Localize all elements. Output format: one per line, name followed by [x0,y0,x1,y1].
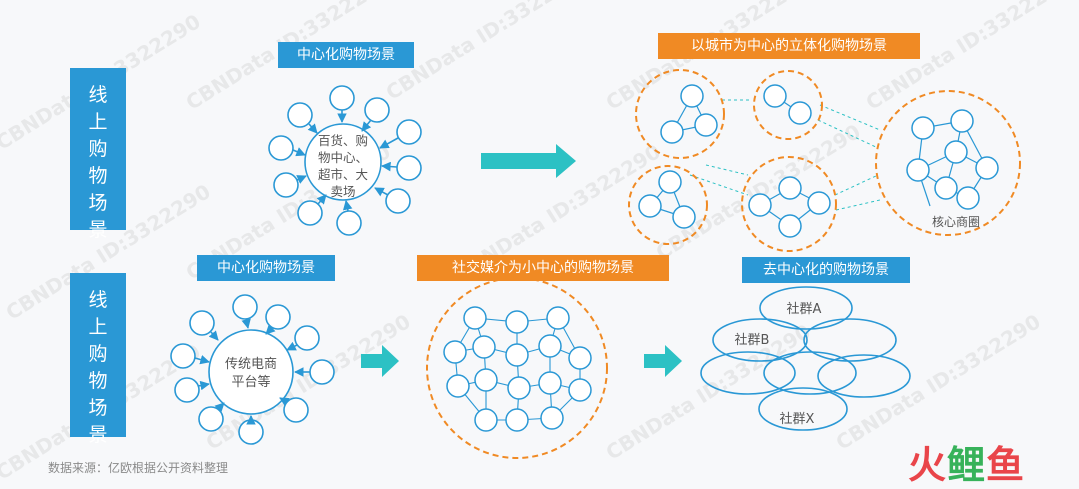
top-hub-line: 百货、购 [318,133,368,148]
top-left-title: 中心化购物场景 [278,42,414,68]
top-right-title: 以城市为中心的立体化购物场景 [658,33,920,59]
logo-char: 鲤 [947,443,987,487]
row-label-char: 景 [88,219,108,241]
bottom-middle-network-diagram [426,277,608,459]
row-label-char: 场 [88,192,108,214]
community-ellipse [758,387,848,431]
row-label-top: 线 上 购 物 场 景 [70,68,126,241]
bottom-right-decentralized-diagram [700,286,911,431]
row-label-char: 物 [88,165,108,187]
core-district-label: 核心商圈 [932,214,980,229]
huoliyu-logo: 火鲤鱼 [908,434,1025,489]
outer-dashed-boundary [426,277,608,459]
logo-char: 鱼 [986,443,1026,487]
row-label-char: 线 [88,289,108,311]
row-label-char: 景 [88,424,108,446]
dashed-clusters [628,69,1021,252]
community-ellipse [803,318,897,362]
satellite-arrows [194,318,310,425]
top-hub-line: 超市、大 [318,167,368,182]
row-label-bottom: 线 上 购 物 场 景 [70,273,126,446]
bottom-hub-line: 平台等 [231,374,270,390]
bottom-right-title: 去中心化的购物场景 [742,257,910,283]
center-hub [304,123,382,201]
bottom-left-title: 中心化购物场景 [197,255,335,281]
community-ellipse [712,318,808,362]
transition-arrow-bottom-1 [361,345,399,377]
bottom-hub-line: 传统电商 [225,357,277,372]
row-label-char: 物 [88,370,108,392]
logo-char: 火 [908,443,948,487]
bottom-left-centralized-diagram [170,294,335,445]
source-note: 数据来源：亿欧根据公开资料整理 [48,461,229,475]
top-right-city-diagram [628,69,1021,252]
row-label-char: 上 [88,111,108,133]
cluster-nodes [638,84,999,238]
community-label-a: 社群A [787,301,822,317]
row-label-char: 线 [88,84,108,106]
row-label-char: 场 [88,397,108,419]
satellite-nodes [170,294,335,445]
top-hub-line: 物中心、 [318,150,368,165]
satellite-arrows [292,110,399,212]
community-ellipse [759,286,853,330]
transition-arrow-bottom-2 [644,345,682,377]
center-hub [208,329,294,415]
row-label-char: 上 [88,316,108,338]
row-label-char: 购 [88,343,108,365]
community-ellipse [817,354,911,398]
bottom-middle-title: 社交媒介为小中心的购物场景 [417,255,669,281]
top-hub-line: 卖场 [330,184,355,199]
top-left-centralized-diagram [268,85,422,236]
row-label-char: 购 [88,138,108,160]
transition-arrow-top [481,144,576,178]
cluster-connectors [689,99,881,211]
community-ellipse [763,351,857,395]
satellite-nodes [268,85,422,236]
community-label-b: 社群B [735,332,770,348]
community-label-x: 社群X [780,411,815,427]
network-nodes [443,306,592,432]
community-ellipse [700,351,796,395]
